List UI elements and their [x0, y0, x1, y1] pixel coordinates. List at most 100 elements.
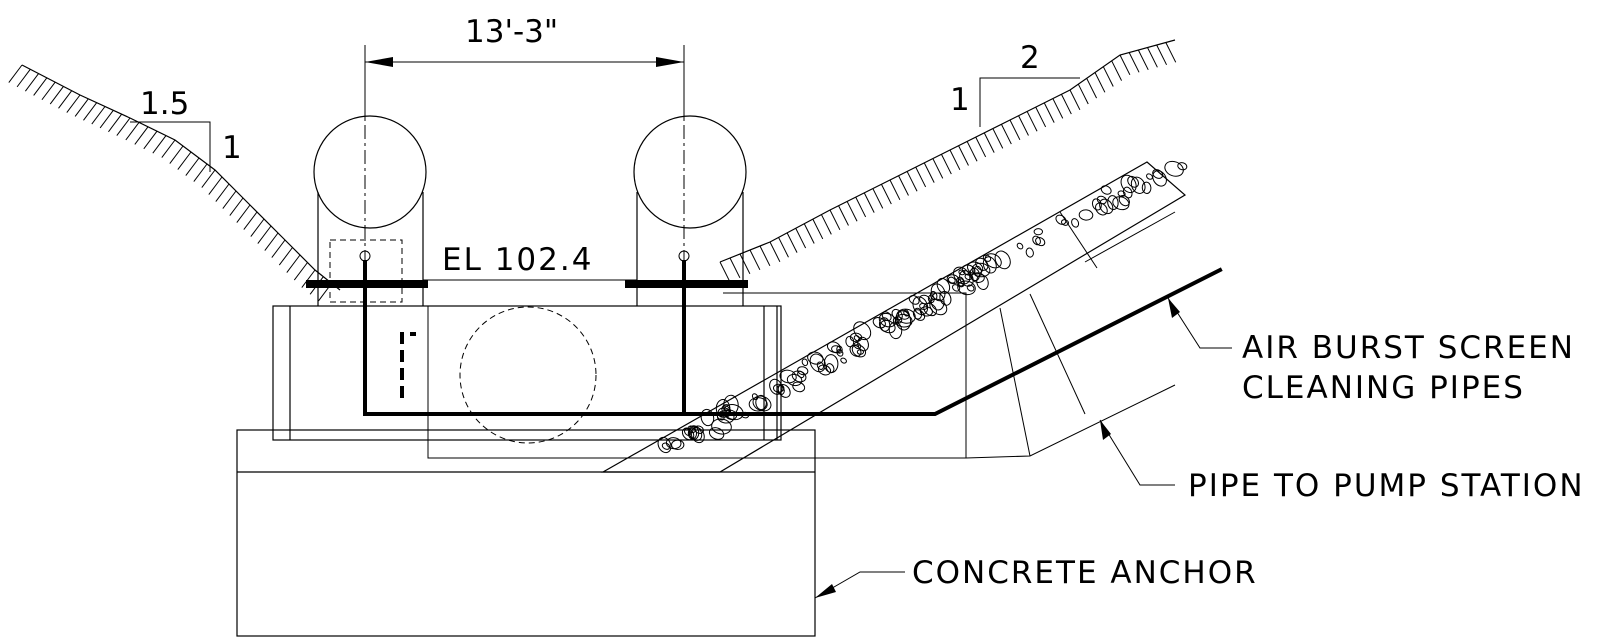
hatch-mark: [1000, 124, 1012, 145]
hatch-mark: [863, 192, 875, 213]
pump-pipe-top: [723, 292, 967, 458]
dim-arrow-right: [656, 57, 684, 67]
aggregate-stone: [836, 345, 843, 354]
hatch-mark: [966, 141, 978, 162]
aggregate-stone: [809, 353, 826, 373]
aggregate-stone: [853, 341, 862, 350]
hatch-mark: [786, 232, 798, 253]
aggregate-stone: [708, 427, 725, 440]
screen-box: [272, 305, 782, 441]
hatch-mark: [24, 73, 39, 92]
hatch-mark: [1111, 60, 1123, 81]
hatch-mark: [108, 113, 123, 133]
hatch-mark: [812, 218, 824, 240]
aggregate-stone: [913, 307, 923, 320]
pump-leader: [1099, 419, 1175, 486]
hatch-mark: [1077, 83, 1089, 105]
aggregate-stone: [776, 385, 785, 395]
air-burst-leader: [1167, 297, 1232, 349]
hatch-mark: [898, 175, 909, 196]
hatch-mark: [208, 176, 223, 195]
hatch-mark: [264, 232, 279, 251]
hatch-mark: [236, 204, 251, 223]
aggregate-stone: [857, 336, 869, 352]
aggregate-stone: [1025, 247, 1034, 258]
aggregate-stone: [982, 256, 997, 274]
hatch-mark: [91, 106, 106, 125]
hatch-mark: [125, 122, 140, 141]
aggregate-stone: [984, 253, 1002, 269]
aggregate-stone: [1112, 196, 1130, 211]
hatch-mark: [1069, 89, 1081, 111]
aggregate-stone: [994, 250, 1011, 270]
hatch-mark: [1009, 119, 1021, 141]
aggregate-stone: [1099, 198, 1114, 215]
hatch-mark: [795, 228, 807, 249]
hatch-mark: [278, 247, 293, 266]
hatch-mark: [41, 81, 56, 101]
left-slope-rise: 1: [222, 130, 242, 166]
aggregate-stone: [1177, 162, 1188, 171]
aggregate-stone: [1122, 186, 1133, 199]
aggregate-stone: [836, 349, 844, 357]
aggregate-stone: [840, 357, 847, 364]
right-slope-run: 2: [1020, 40, 1040, 76]
aggregate-stone: [908, 295, 920, 305]
air-burst-pipe: [363, 260, 1223, 416]
aggregate-stone: [1095, 202, 1108, 216]
aggregate-stone: [779, 369, 797, 384]
aggregate-stone: [1130, 176, 1146, 194]
hatch-mark: [243, 211, 258, 230]
hatch-mark: [729, 257, 741, 279]
aggregate-stone: [1120, 174, 1137, 194]
dimension-text: 13'-3": [465, 14, 558, 50]
hatch-mark: [949, 149, 961, 171]
aggregate-stone: [1118, 194, 1130, 207]
right-slope-rise: 1: [950, 82, 970, 118]
aggregate-stone: [919, 306, 933, 317]
hatch-mark: [769, 241, 781, 263]
hatch-mark: [169, 145, 184, 164]
hatch-mark: [940, 154, 952, 175]
aggregate-stone: [966, 284, 975, 292]
hatch-mark: [271, 239, 286, 258]
hatch-mark: [257, 225, 272, 244]
hatch-mark: [992, 128, 1004, 149]
aggregate-stone: [1100, 185, 1112, 195]
aggregate-stone: [1060, 219, 1070, 226]
aggregate-stone: [671, 439, 685, 450]
hatch-mark: [1102, 66, 1114, 87]
hatch-mark: [1086, 78, 1098, 99]
aggregate-stone: [665, 437, 682, 450]
riprap-aggregate: [657, 160, 1188, 454]
hatch-mark: [66, 94, 81, 113]
hatch-mark: [1043, 102, 1055, 123]
aggregate-stone: [878, 317, 891, 332]
left-slope-indicator: [130, 121, 211, 172]
hatch-mark: [803, 223, 815, 244]
aggregate-stone: [1152, 169, 1164, 179]
aggregate-stone: [797, 366, 809, 376]
pump-pipe-segment: [999, 307, 1031, 457]
hatch-mark: [932, 158, 944, 179]
aggregate-stone: [919, 294, 931, 305]
aggregate-stone: [958, 269, 966, 276]
hatch-mark: [1156, 44, 1168, 66]
pump-station-label-text: PIPE TO PUMP STATION: [1188, 468, 1585, 504]
hatch-mark: [185, 157, 200, 176]
hatch-mark: [820, 214, 832, 235]
hatch-mark: [1018, 115, 1029, 136]
hatch-mark: [1052, 98, 1064, 119]
aggregate-stone: [1096, 195, 1107, 205]
hatch-mark: [134, 126, 149, 145]
aggregate-stone: [797, 370, 805, 379]
aggregate-stone: [851, 344, 867, 358]
aggregate-stone: [657, 436, 672, 454]
aggregate-stone: [661, 442, 671, 450]
hatch-mark: [143, 130, 158, 150]
aggregate-stone: [1016, 242, 1024, 250]
hatch-mark: [880, 184, 892, 205]
hatch-mark: [33, 77, 48, 96]
aggregate-stone: [853, 335, 861, 342]
aggregate-stone: [816, 361, 825, 370]
